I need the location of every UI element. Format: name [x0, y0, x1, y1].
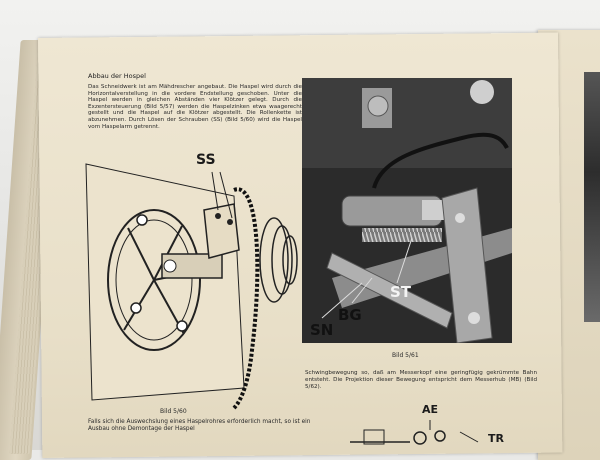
label-tr: TR [488, 432, 504, 445]
label-st: ST [390, 283, 412, 301]
machine-photo: ST SN BG [302, 78, 512, 343]
label-ss: SS [196, 152, 216, 168]
label-sn: SN [310, 321, 334, 339]
label-bg: BG [338, 306, 362, 324]
label-ae: AE [422, 403, 439, 416]
knife-drive-drawing [350, 400, 500, 454]
bottom-left-text: Falls sich die Auswechslung eines Haspel… [88, 419, 311, 433]
caption-left-figure: Bild 5/60 [160, 408, 187, 415]
right-column-text: Schwingbewegung so, daß am Messerkopf ei… [305, 370, 537, 391]
reel-drawing [84, 150, 304, 414]
section-heading: Abbau der Hospel [88, 72, 146, 80]
section-body: Das Schneidwerk ist am Mähdrescher angeb… [88, 84, 302, 130]
right-page-photo-edge [584, 72, 600, 322]
caption-photo: Bild 5/61 [392, 352, 419, 359]
